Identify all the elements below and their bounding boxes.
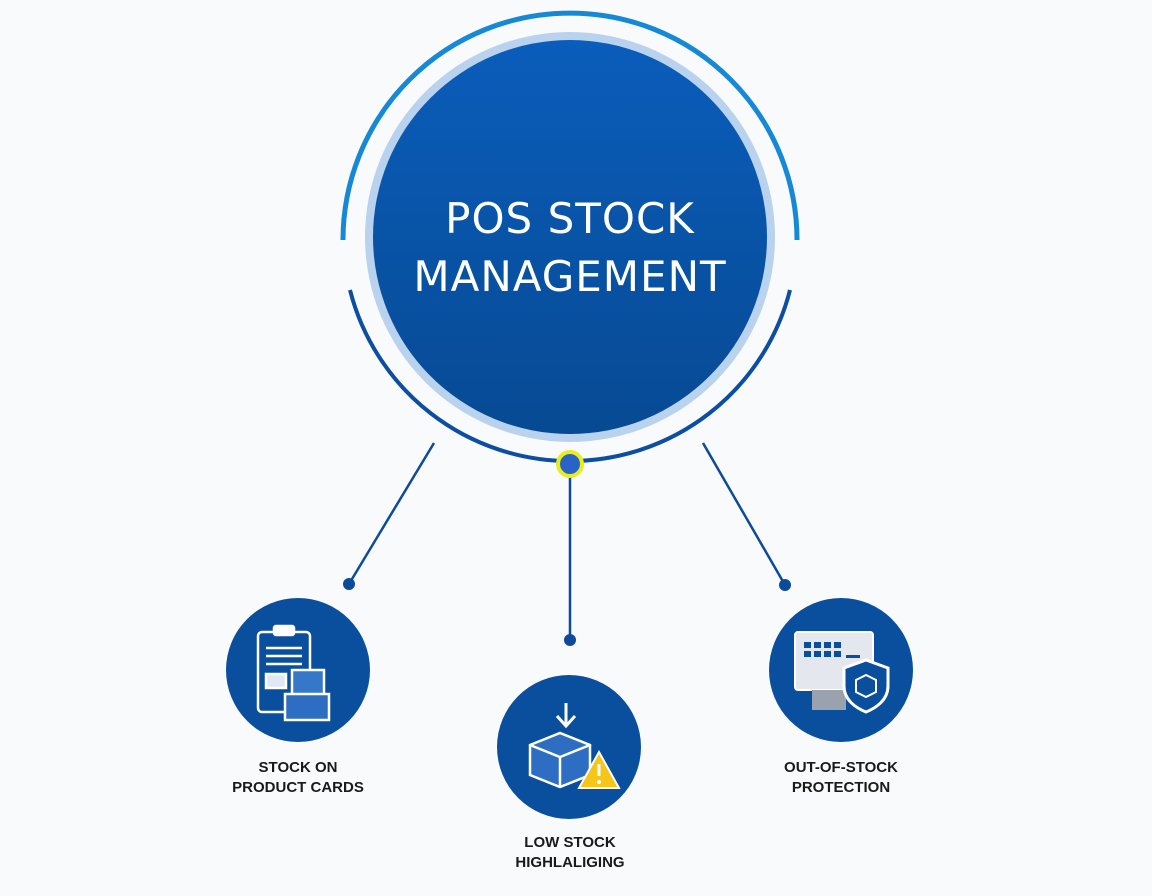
box-warning-icon [528,703,621,789]
outer-ring-top [340,10,800,241]
connector-dot-left [343,578,355,590]
connector-dot-middle [564,634,576,646]
feature-label-low-stock: LOW STOCK HIGHLALIGING [460,833,680,873]
connector-left [347,442,436,585]
feature-label-line2: PRODUCT CARDS [232,779,364,796]
feature-label-line1: OUT-OF-STOCK [784,759,898,776]
pos-terminal-shield-icon [794,631,890,714]
center-circle [373,40,767,434]
feature-label-line2: HIGHLALIGING [515,854,625,871]
hub-node [556,450,584,478]
connector-right [701,442,787,586]
feature-label-out-of-stock: OUT-OF-STOCK PROTECTION [731,758,951,798]
feature-label-line1: STOCK ON [258,759,338,776]
center-title-line2: MANAGEMENT [413,252,727,301]
center-title: POS STOCK MANAGEMENT [370,190,770,306]
clipboard-boxes-icon [256,624,331,722]
feature-label-line2: PROTECTION [791,779,891,796]
feature-label-line1: LOW STOCK [524,834,616,851]
center-title-line1: POS STOCK [445,194,695,243]
connector-dot-right [779,579,791,591]
feature-label-stock-cards: STOCK ON PRODUCT CARDS [188,758,408,798]
